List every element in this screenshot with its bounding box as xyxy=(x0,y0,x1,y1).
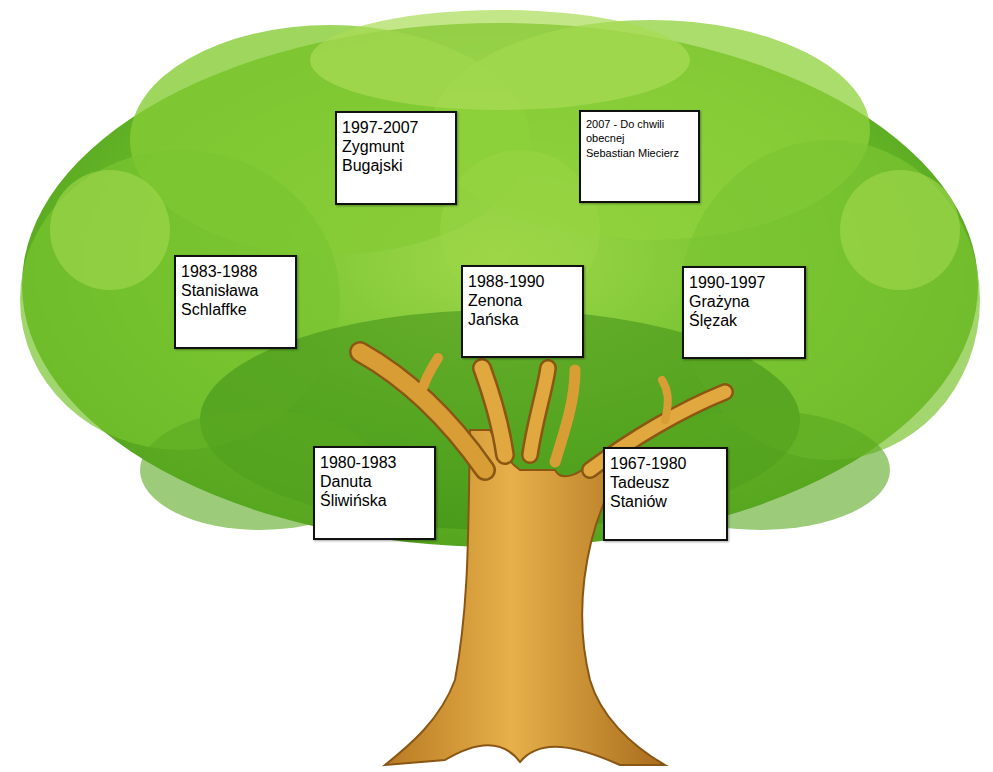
tenure-box: 1988-1990Zenona Jańska xyxy=(461,265,584,358)
tenure-box: 2007 - Do chwili obecnejSebastian Miecie… xyxy=(579,110,700,203)
tenure-box: 1990-1997Grażyna Ślęzak xyxy=(682,266,806,359)
tenure-years: 1988-1990 xyxy=(468,272,577,291)
person-name: Tadeusz Staniów xyxy=(610,473,721,511)
tenure-years: 1997-2007 xyxy=(342,118,450,137)
tenure-box: 1997-2007Zygmunt Bugajski xyxy=(335,111,457,205)
tenure-years: 1967-1980 xyxy=(610,454,721,473)
person-name: Zenona Jańska xyxy=(468,291,577,329)
person-name: Zygmunt Bugajski xyxy=(342,137,450,175)
person-name: Sebastian Miecierz xyxy=(586,146,693,160)
tenure-years: 1990-1997 xyxy=(689,273,799,292)
tenure-box: 1967-1980Tadeusz Staniów xyxy=(603,447,728,541)
tenure-box: 1980-1983Danuta Śliwińska xyxy=(313,446,436,540)
person-name: Danuta Śliwińska xyxy=(320,472,429,510)
person-name: Stanisława Schlaffke xyxy=(181,281,290,319)
person-name: Grażyna Ślęzak xyxy=(689,292,799,330)
tenure-years: 2007 - Do chwili obecnej xyxy=(586,117,693,146)
tenure-years: 1983-1988 xyxy=(181,262,290,281)
tenure-years: 1980-1983 xyxy=(320,453,429,472)
tenure-box: 1983-1988Stanisława Schlaffke xyxy=(174,255,297,349)
